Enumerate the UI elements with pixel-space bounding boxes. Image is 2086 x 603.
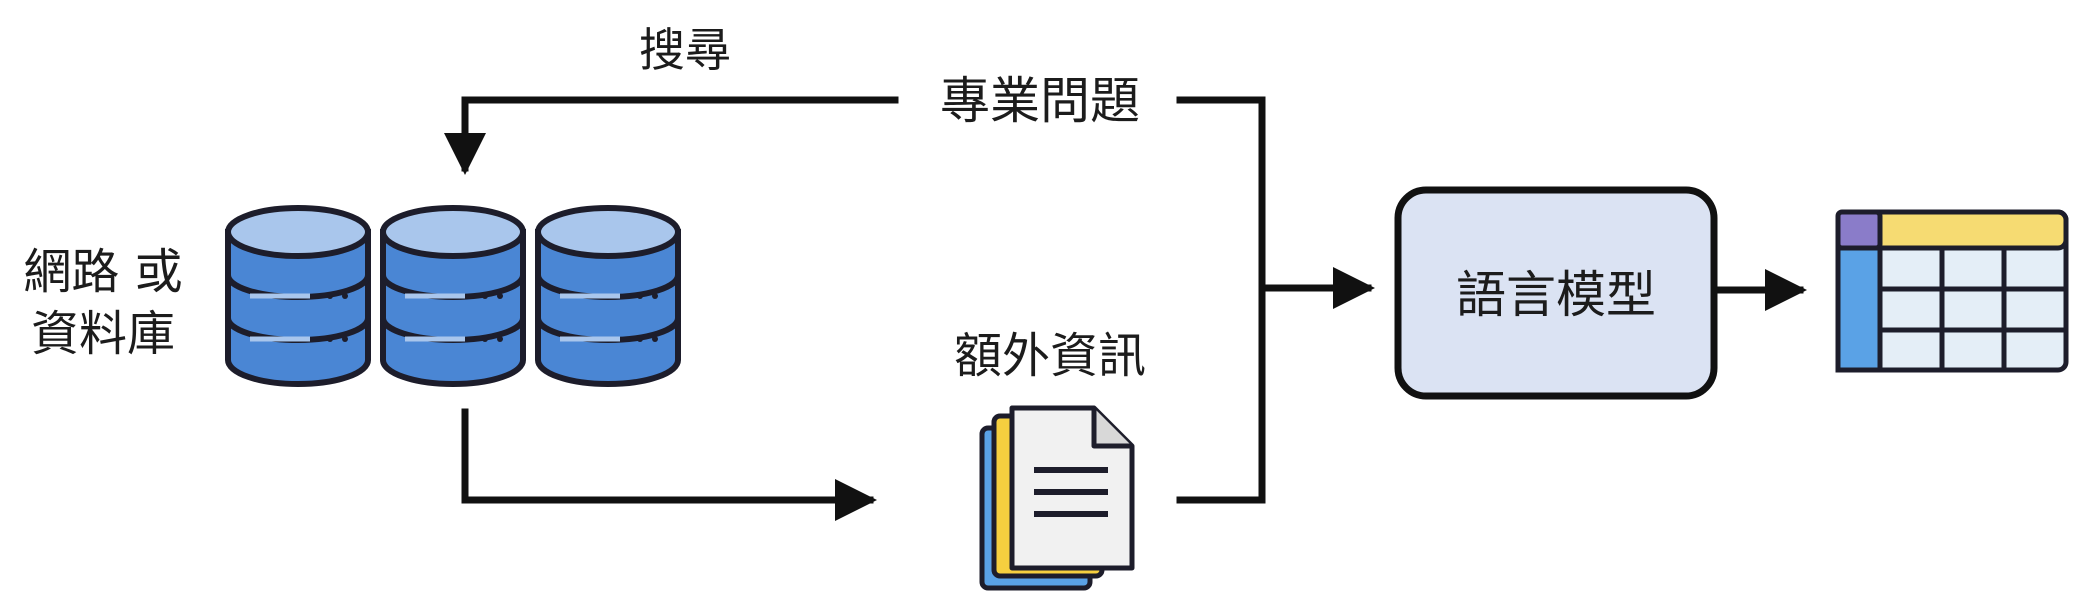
extra-info-label: 額外資訊	[954, 328, 1146, 384]
question-label: 專業問題	[940, 72, 1140, 130]
question-connector	[1176, 96, 1266, 294]
connectors	[444, 96, 1807, 521]
database-stack-icon	[225, 205, 681, 387]
database-cylinder-icon	[535, 205, 681, 387]
search-arrow	[444, 96, 899, 175]
model-label: 語言模型	[1456, 266, 1656, 324]
database-cylinder-icon	[225, 205, 371, 387]
database-cylinder-icon	[380, 205, 526, 387]
extra-info-connector	[1176, 286, 1266, 504]
table-icon	[1835, 209, 2069, 373]
source-label-line1: 網路 或	[23, 244, 182, 300]
retrieve-arrow	[461, 408, 877, 521]
source-label-line2: 資料庫	[31, 306, 175, 362]
search-label: 搜尋	[639, 23, 731, 77]
language-model-box: 語言模型	[1394, 186, 1718, 400]
document-stack-icon	[979, 405, 1135, 591]
